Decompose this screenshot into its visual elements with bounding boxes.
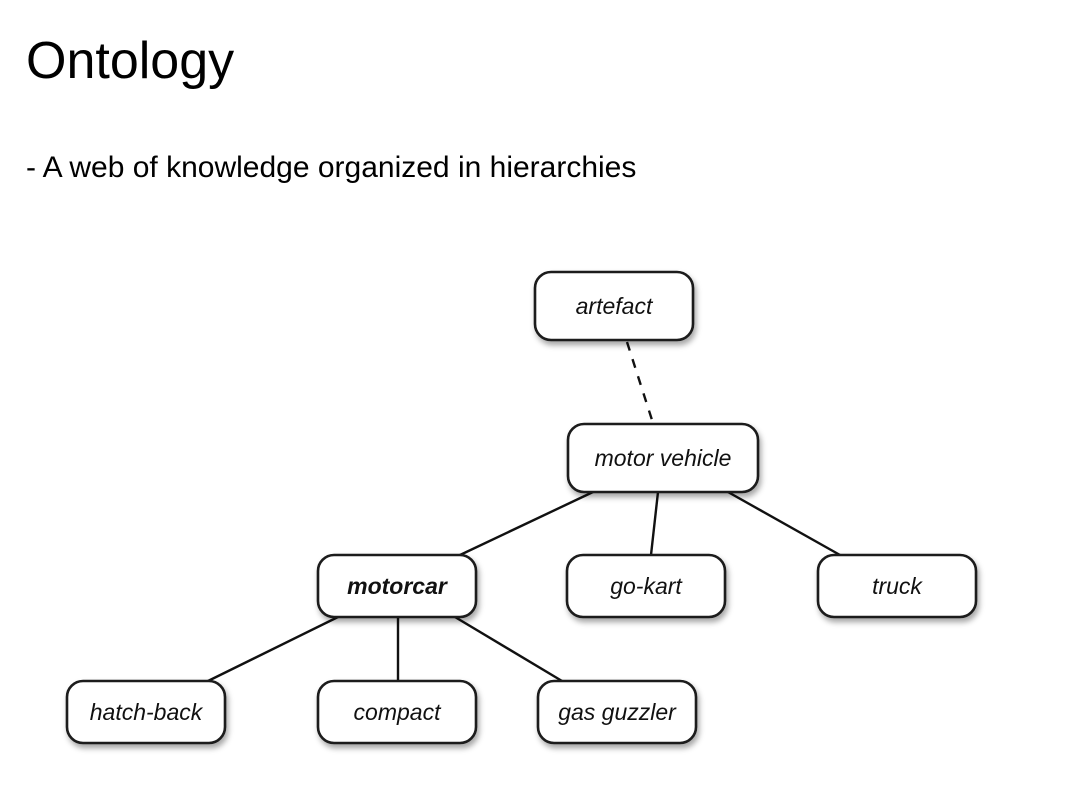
node-truck: truck bbox=[816, 553, 978, 619]
node-box-truck bbox=[816, 553, 978, 619]
node-box-gas-guzzler bbox=[536, 679, 698, 745]
node-layer: artefact motor vehicle motorcar go-kart truc… bbox=[65, 270, 978, 745]
node-label-motorcar: motorcar bbox=[347, 573, 448, 599]
node-label-compact: compact bbox=[354, 699, 443, 725]
edge-motor-vehicle-to-motorcar bbox=[459, 490, 594, 557]
edge-artefact-to-motor-vehicle bbox=[625, 341, 654, 421]
node-box-motor-vehicle bbox=[566, 422, 760, 494]
node-label-hatch-back: hatch-back bbox=[90, 699, 204, 725]
edge-layer bbox=[207, 341, 841, 683]
edge-motor-vehicle-to-go-kart bbox=[649, 491, 660, 556]
edge-motor-vehicle-to-truck bbox=[727, 490, 841, 557]
node-artefact: artefact bbox=[533, 270, 695, 342]
edge-motorcar-to-gas-guzzler bbox=[454, 615, 563, 683]
slide-bullet: - A web of knowledge organized in hierar… bbox=[26, 151, 637, 184]
node-box-motorcar bbox=[316, 553, 478, 619]
node-compact: compact bbox=[316, 679, 478, 745]
node-label-go-kart: go-kart bbox=[610, 573, 683, 599]
node-gas-guzzler: gas guzzler bbox=[536, 679, 698, 745]
node-label-truck: truck bbox=[872, 573, 923, 599]
node-label-gas-guzzler: gas guzzler bbox=[558, 699, 677, 725]
node-motor-vehicle: motor vehicle bbox=[566, 422, 760, 494]
node-motorcar: motorcar bbox=[316, 553, 478, 619]
node-label-motor-vehicle: motor vehicle bbox=[595, 445, 732, 471]
slide-title: Ontology bbox=[26, 32, 235, 90]
node-box-compact bbox=[316, 679, 478, 745]
node-label-artefact: artefact bbox=[576, 293, 654, 319]
node-go-kart: go-kart bbox=[565, 553, 727, 619]
node-box-hatch-back bbox=[65, 679, 227, 745]
node-hatch-back: hatch-back bbox=[65, 679, 227, 745]
edge-motorcar-to-hatch-back bbox=[207, 615, 339, 683]
node-box-go-kart bbox=[565, 553, 727, 619]
node-box-artefact bbox=[533, 270, 695, 342]
